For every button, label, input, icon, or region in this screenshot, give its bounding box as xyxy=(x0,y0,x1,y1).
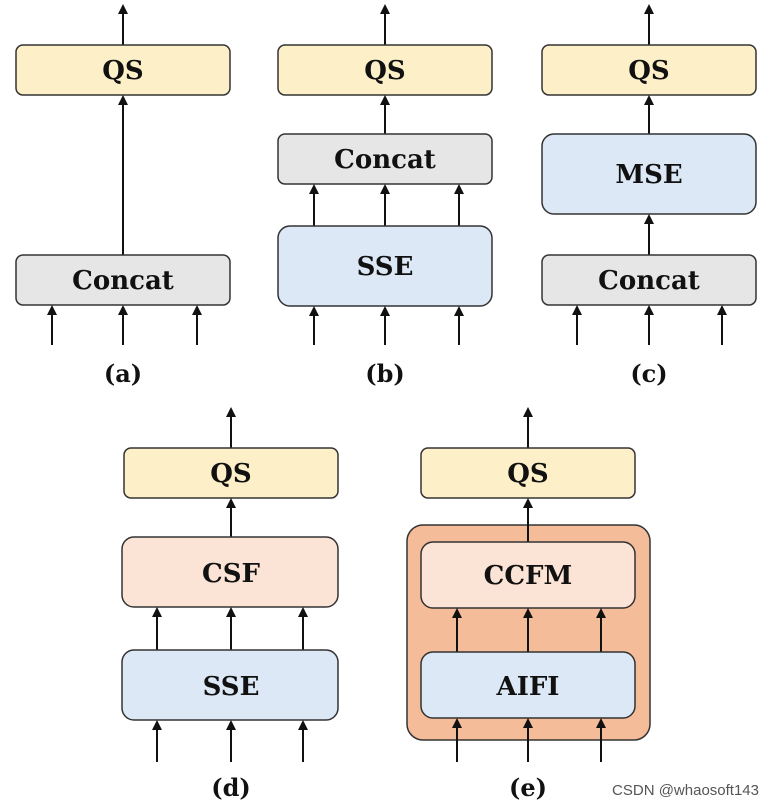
mse-label-c: MSE xyxy=(615,160,682,190)
qs-label-d: QS xyxy=(210,459,251,489)
csf-label-d: CSF xyxy=(202,559,260,589)
qs-label-e: QS xyxy=(507,459,548,489)
panel-label-b: (b) xyxy=(365,359,405,388)
panel-c: QS MSE Concat (c) xyxy=(541,4,757,388)
panel-b: QS Concat SSE (b) xyxy=(277,4,493,388)
watermark: CSDN @whaosoft143 xyxy=(612,782,759,799)
qs-label-c: QS xyxy=(628,56,669,86)
aifi-label-e: AIFI xyxy=(496,672,560,702)
panel-label-d: (d) xyxy=(211,773,251,802)
panel-d: QS CSF SSE (d) xyxy=(121,407,339,802)
concat-label-a: Concat xyxy=(72,266,174,296)
ccfm-label-e: CCFM xyxy=(484,561,573,591)
panel-e: QS CCFM AIFI (e) xyxy=(406,407,651,802)
panel-label-a: (a) xyxy=(104,359,142,388)
concat-label-c: Concat xyxy=(598,266,700,296)
sse-label-b: SSE xyxy=(357,252,414,282)
qs-label-a: QS xyxy=(102,56,143,86)
concat-label-b: Concat xyxy=(334,145,436,175)
panel-label-c: (c) xyxy=(630,359,667,388)
sse-label-d: SSE xyxy=(203,672,260,702)
panel-a: QS Concat (a) xyxy=(15,4,231,388)
qs-label-b: QS xyxy=(364,56,405,86)
panel-label-e: (e) xyxy=(509,773,547,802)
